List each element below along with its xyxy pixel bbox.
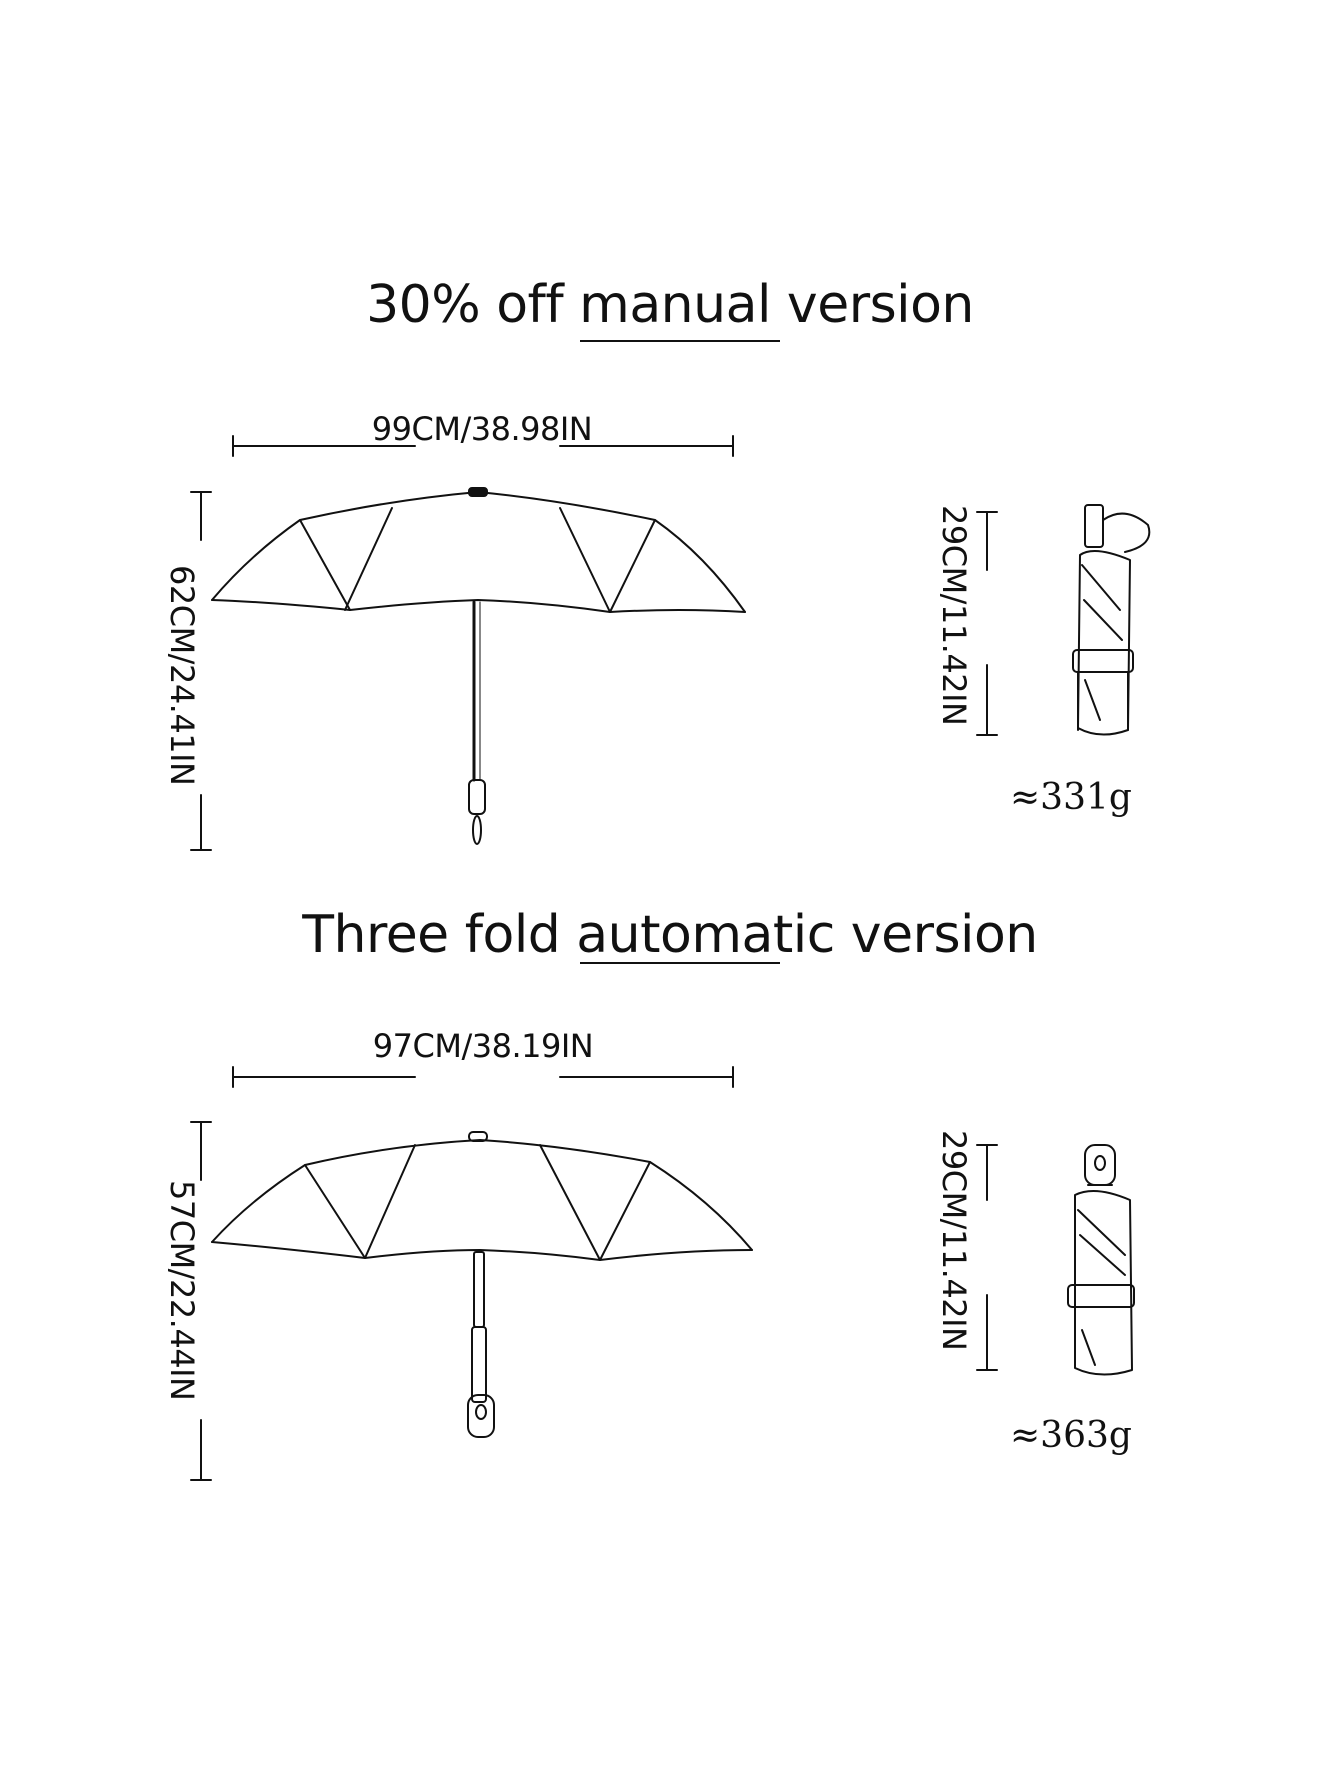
automatic-title-underline bbox=[580, 962, 780, 964]
manual-height-dimension-line bbox=[190, 491, 212, 851]
automatic-width-dimension-line bbox=[232, 1066, 734, 1088]
manual-open-width-label: 99CM/38.98IN bbox=[371, 410, 593, 448]
folded-umbrella-manual-icon bbox=[1072, 504, 1151, 736]
open-umbrella-manual-icon bbox=[211, 487, 746, 845]
manual-width-dimension-line bbox=[232, 435, 734, 457]
automatic-weight-label: ≈363g bbox=[1010, 1415, 1132, 1456]
automatic-open-width-label: 97CM/38.19IN bbox=[372, 1027, 594, 1065]
automatic-height-dimension-line bbox=[190, 1121, 212, 1481]
manual-folded-dimension-line bbox=[976, 511, 998, 736]
manual-title-underline bbox=[580, 340, 780, 342]
open-umbrella-automatic-icon bbox=[211, 1131, 753, 1438]
folded-umbrella-automatic-icon bbox=[1067, 1144, 1135, 1376]
manual-weight-label: ≈331g bbox=[1010, 777, 1132, 818]
manual-version-title: 30% off manual version bbox=[366, 275, 974, 335]
automatic-folded-dimension-line bbox=[976, 1144, 998, 1371]
automatic-version-title: Three fold automatic version bbox=[302, 905, 1038, 965]
